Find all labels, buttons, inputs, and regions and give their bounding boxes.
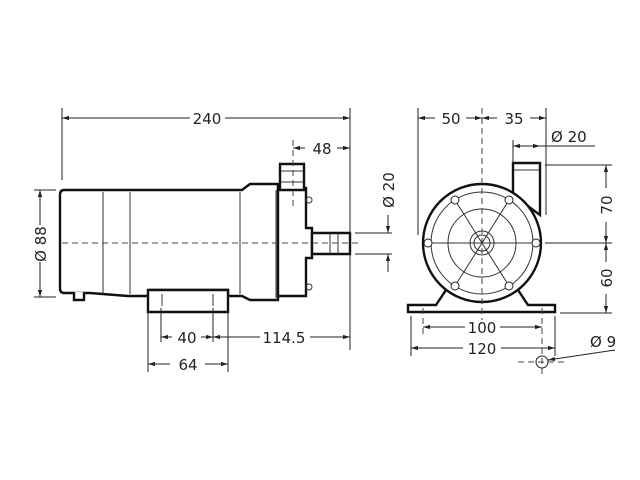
dim-50: 50 <box>441 110 460 128</box>
dim-inlet-diameter: Ø 20 <box>380 172 398 208</box>
dim-60: 60 <box>598 268 616 287</box>
dim-48: 48 <box>312 140 331 158</box>
dim-240: 240 <box>193 110 222 128</box>
dim-40: 40 <box>177 329 196 347</box>
dim-100: 100 <box>468 319 497 337</box>
dim-114-5: 114.5 <box>263 329 306 347</box>
motor-body <box>58 182 280 302</box>
dim-hole-diameter: Ø 9 <box>590 333 616 351</box>
side-view: 240 48 Ø 20 Ø 88 40 114.5 64 <box>32 108 398 374</box>
pump-housing <box>276 186 314 298</box>
front-view: 50 35 Ø 20 70 60 100 120 Ø 9 <box>406 108 616 375</box>
outlet-nozzle <box>278 162 306 192</box>
outlet-nozzle-front <box>511 161 542 218</box>
dim-64: 64 <box>178 356 197 374</box>
foot <box>146 288 230 314</box>
dim-35: 35 <box>504 110 523 128</box>
dim-outlet-diameter: Ø 20 <box>551 128 587 146</box>
dim-120: 120 <box>468 340 497 358</box>
cable-gland <box>72 292 86 302</box>
dim-body-diameter: Ø 88 <box>32 226 50 262</box>
dim-70: 70 <box>598 195 616 214</box>
